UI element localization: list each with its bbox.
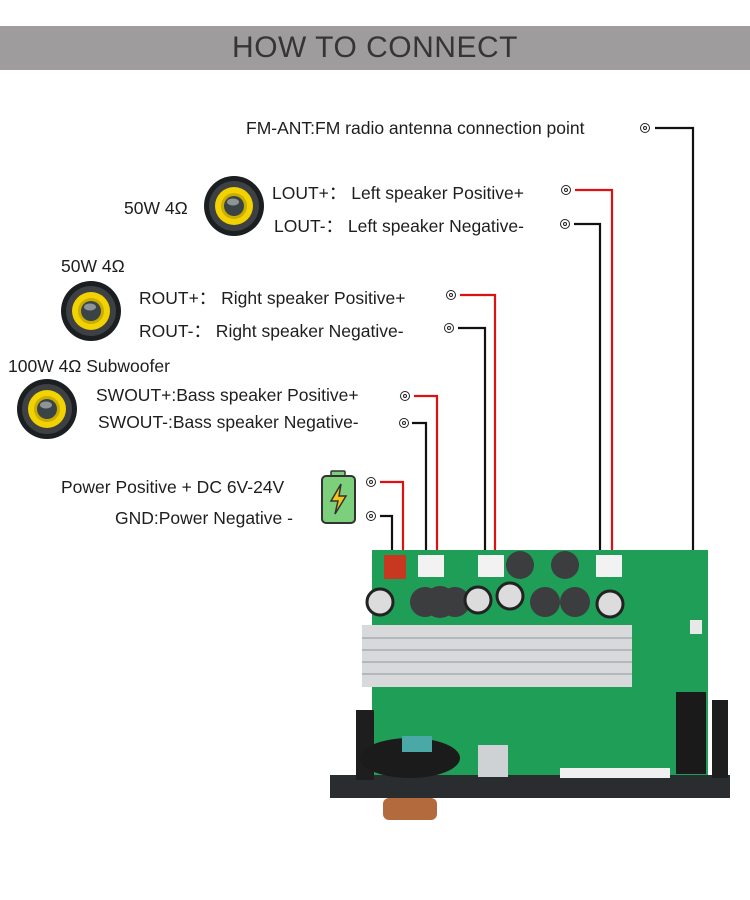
right-speaker-icon — [61, 281, 121, 341]
wire-swout-neg — [412, 421, 428, 568]
swout-pos-terminal-icon — [400, 391, 410, 401]
left-speaker-icon — [204, 176, 264, 236]
lout-pos-label: LOUT+： Left speaker Positive+ — [272, 183, 524, 203]
wire-lout-neg — [574, 222, 602, 568]
rout-neg-label: ROUT-： Right speaker Negative- — [139, 321, 404, 341]
rout-neg-terminal-icon — [444, 323, 454, 333]
gnd-terminal-icon — [366, 511, 376, 521]
fm-ant-label: FM-ANT:FM radio antenna connection point — [246, 118, 585, 138]
wire-power-pos — [380, 480, 405, 568]
page-title: HOW TO CONNECT — [232, 31, 518, 64]
title-banner: HOW TO CONNECT — [0, 26, 750, 70]
wire-rout-pos — [460, 293, 497, 568]
lout-neg-label: LOUT-： Left speaker Negative- — [274, 216, 524, 236]
swout-neg-terminal-icon — [399, 418, 409, 428]
left-speaker-spec: 50W 4Ω — [124, 198, 188, 218]
swout-neg-label: SWOUT-:Bass speaker Negative- — [98, 412, 359, 432]
subwoofer-spec: 100W 4Ω Subwoofer — [8, 356, 170, 376]
rout-pos-label: ROUT+： Right speaker Positive+ — [139, 288, 406, 308]
amplifier-board — [330, 550, 730, 820]
wire-rout-neg — [458, 326, 487, 568]
subwoofer-icon — [17, 379, 77, 439]
power-pos-label: Power Positive + DC 6V-24V — [61, 477, 285, 497]
right-speaker-spec: 50W 4Ω — [61, 256, 125, 276]
wire-lout-pos — [575, 188, 614, 568]
lout-pos-terminal-icon — [561, 185, 571, 195]
gnd-label: GND:Power Negative - — [115, 508, 293, 528]
wire-fm-ant — [655, 126, 695, 628]
battery-icon — [321, 470, 356, 524]
swout-pos-label: SWOUT+:Bass speaker Positive+ — [96, 385, 359, 405]
fm-ant-terminal-icon — [640, 123, 650, 133]
rout-pos-terminal-icon — [446, 290, 456, 300]
wire-swout-pos — [414, 394, 439, 568]
lout-neg-terminal-icon — [560, 219, 570, 229]
power-pos-terminal-icon — [366, 477, 376, 487]
